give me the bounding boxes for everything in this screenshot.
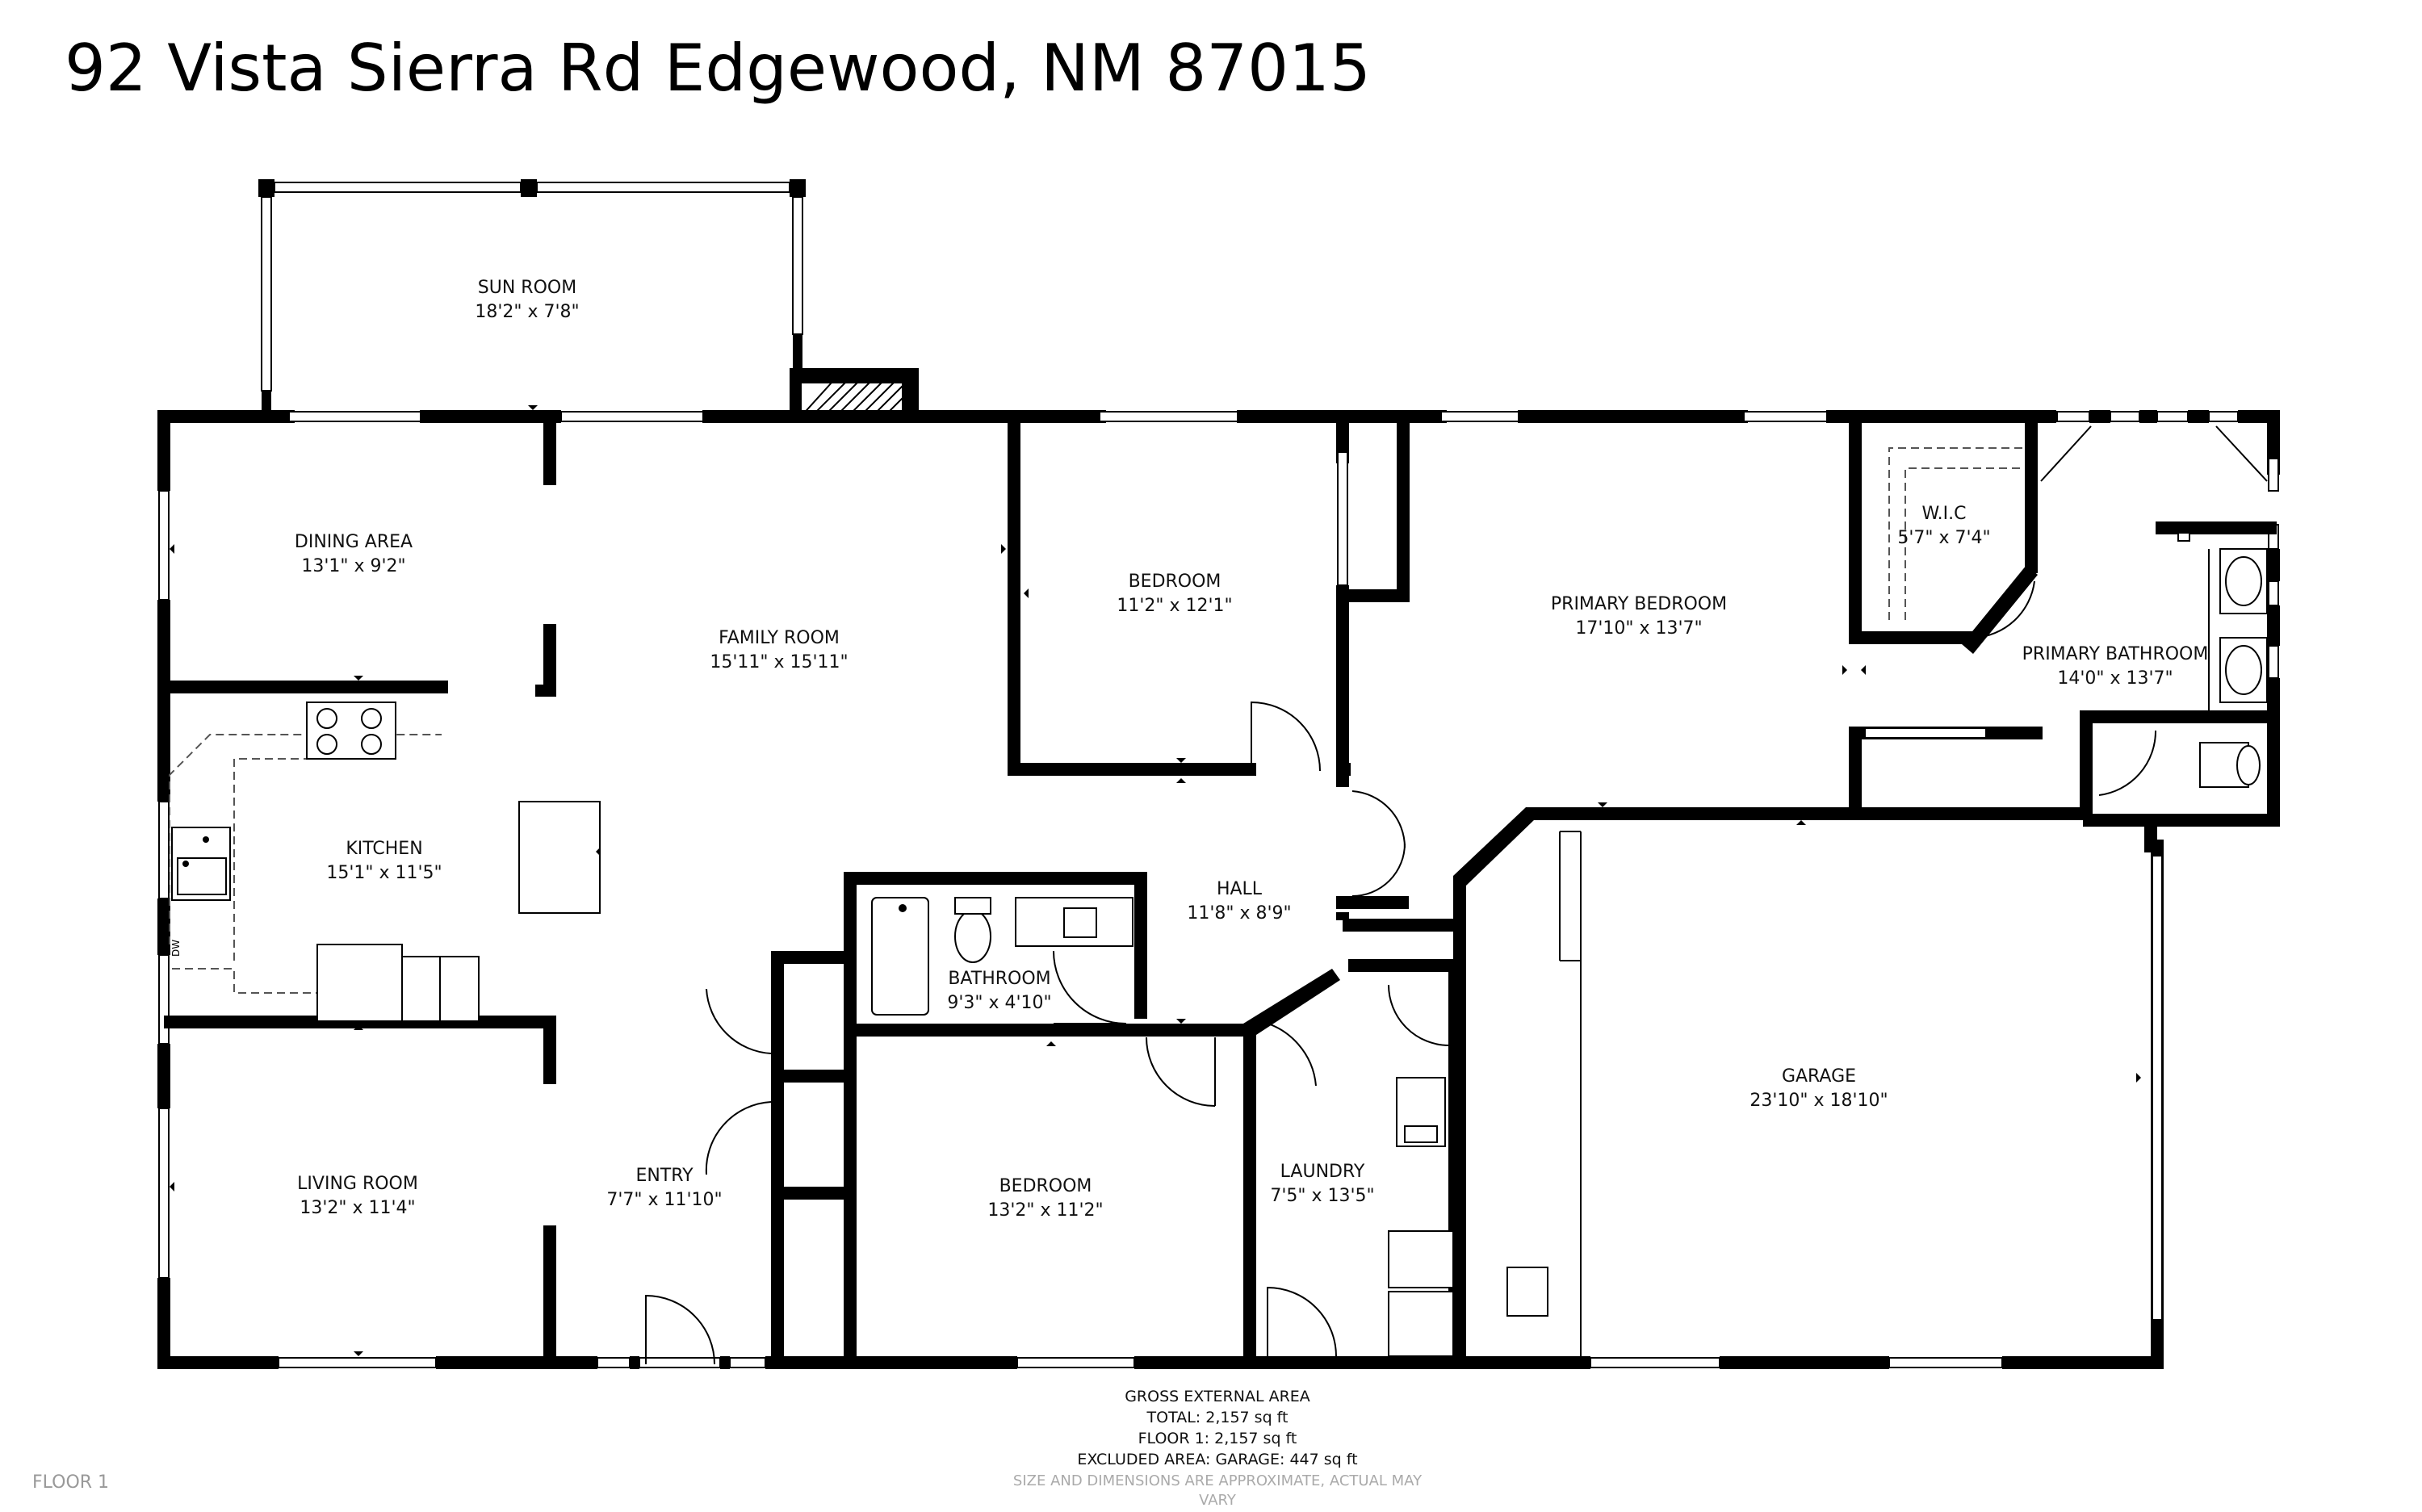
dishwasher-label: DW xyxy=(170,940,182,957)
area-summary: GROSS EXTERNAL AREA TOTAL: 2,157 sq ft F… xyxy=(1013,1388,1423,1509)
doors xyxy=(645,580,2157,1365)
fireplace xyxy=(790,368,919,417)
area-floor1: FLOOR 1: 2,157 sq ft xyxy=(1138,1430,1297,1447)
disclaimer-line1: SIZE AND DIMENSIONS ARE APPROXIMATE, ACT… xyxy=(1013,1472,1423,1489)
primary-bathroom-name: PRIMARY BATHROOM xyxy=(2022,644,2209,664)
area-excluded: EXCLUDED AREA: GARAGE: 447 sq ft xyxy=(1077,1451,1357,1468)
family-room-name: FAMILY ROOM xyxy=(719,628,840,648)
entry-name: ENTRY xyxy=(635,1166,693,1186)
laundry-dim: 7'5" x 13'5" xyxy=(1270,1186,1374,1206)
sun-room-walls xyxy=(258,179,806,415)
fixtures: DW xyxy=(169,425,2268,1357)
bedroom-1-name: BEDROOM xyxy=(1129,572,1221,592)
wic-dim: 5'7" x 7'4" xyxy=(1897,528,1990,548)
interior-walls xyxy=(164,417,2277,1363)
room-labels: SUN ROOM 18'2" x 7'8" DINING AREA 13'1" … xyxy=(295,278,2208,1221)
page-title: 92 Vista Sierra Rd Edgewood, NM 87015 xyxy=(65,31,1371,106)
area-total: TOTAL: 2,157 sq ft xyxy=(1146,1409,1289,1426)
primary-bedroom-name: PRIMARY BEDROOM xyxy=(1551,594,1727,614)
disclaimer-line2: VARY xyxy=(1199,1492,1237,1509)
bedroom-2-name: BEDROOM xyxy=(999,1176,1092,1196)
kitchen-dim: 15'1" x 11'5" xyxy=(326,863,442,883)
hall-name: HALL xyxy=(1217,879,1263,899)
primary-bathroom-dim: 14'0" x 13'7" xyxy=(2057,668,2173,689)
entry-dim: 7'7" x 11'10" xyxy=(606,1190,722,1210)
wic-name: W.I.C xyxy=(1921,504,1966,524)
laundry-name: LAUNDRY xyxy=(1280,1162,1365,1182)
primary-bedroom-dim: 17'10" x 13'7" xyxy=(1575,618,1702,639)
dimension-markers xyxy=(170,405,2141,1356)
bathroom-dim: 9'3" x 4'10" xyxy=(947,993,1051,1013)
sun-room-dim: 18'2" x 7'8" xyxy=(475,302,579,322)
hall-dim: 11'8" x 8'9" xyxy=(1187,903,1291,924)
dining-area-name: DINING AREA xyxy=(295,532,413,552)
bedroom-2-dim: 13'2" x 11'2" xyxy=(987,1200,1103,1221)
bathroom-name: BATHROOM xyxy=(948,969,1050,989)
dining-area-dim: 13'1" x 9'2" xyxy=(301,556,405,576)
kitchen-name: KITCHEN xyxy=(346,839,422,859)
floor-label: FLOOR 1 xyxy=(32,1472,109,1493)
living-room-name: LIVING ROOM xyxy=(297,1174,418,1194)
garage-dim: 23'10" x 18'10" xyxy=(1749,1091,1888,1111)
family-room-dim: 15'11" x 15'11" xyxy=(710,652,848,672)
bedroom-1-dim: 11'2" x 12'1" xyxy=(1117,596,1232,616)
garage-name: GARAGE xyxy=(1782,1066,1856,1087)
living-room-dim: 13'2" x 11'4" xyxy=(300,1198,415,1218)
area-heading: GROSS EXTERNAL AREA xyxy=(1125,1388,1310,1405)
sun-room-name: SUN ROOM xyxy=(478,278,576,298)
